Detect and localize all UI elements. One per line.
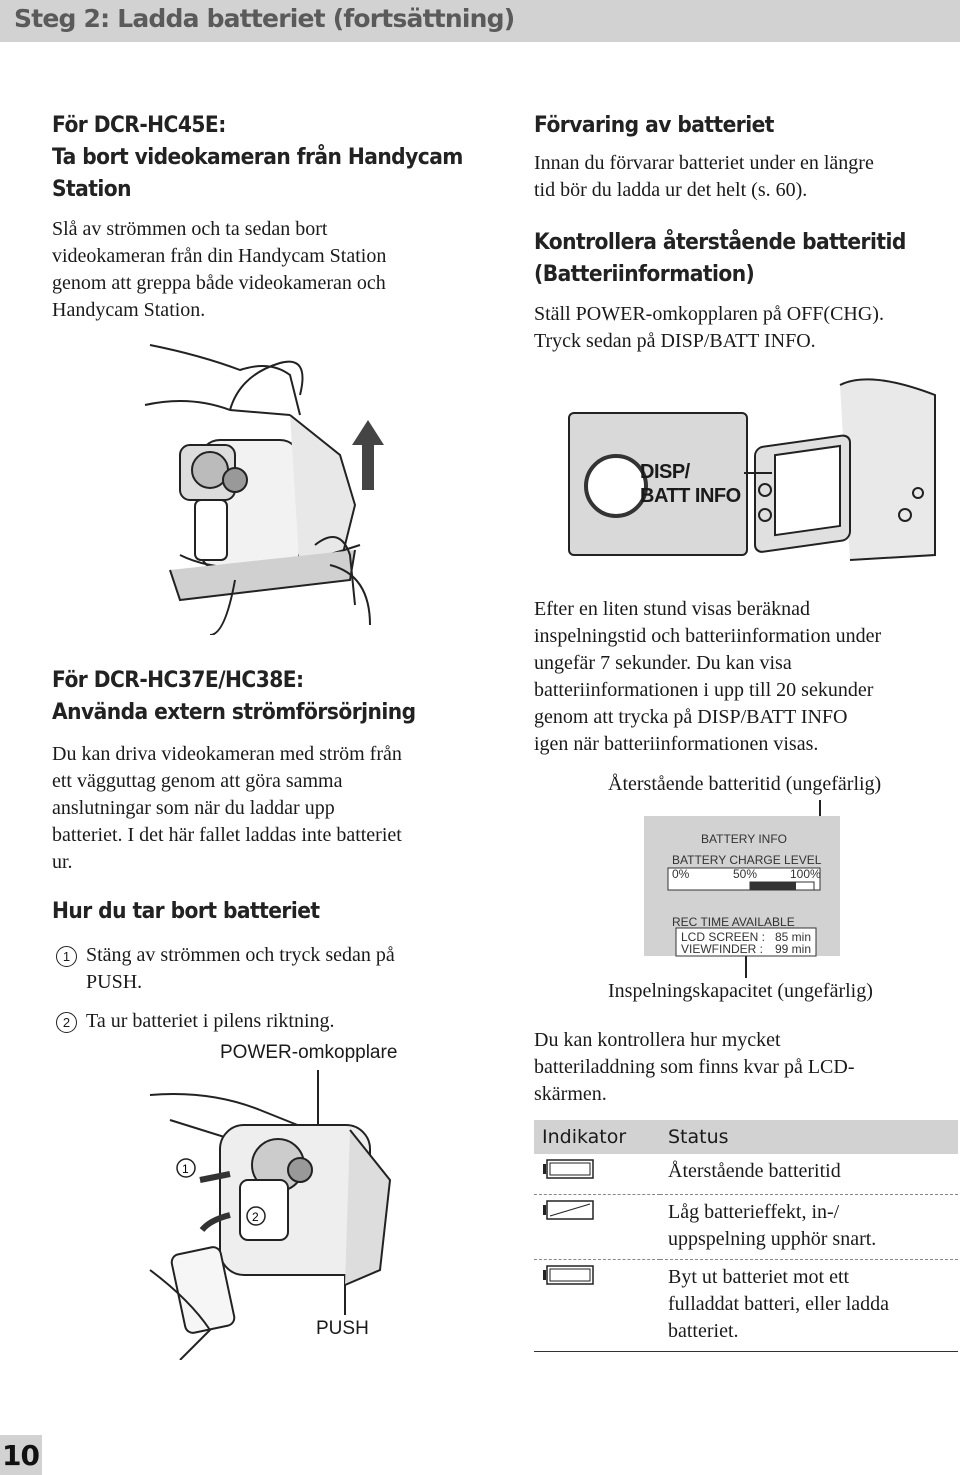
battery-full-icon (543, 1159, 594, 1179)
section-lcd-body: Du kan kontrollera hur mycket batterilad… (534, 1029, 855, 1105)
section-remove-title: Hur du tar bort batteriet (52, 899, 320, 924)
section-check: Kontrollera återstående batteritid (Batt… (534, 227, 938, 355)
indicator-table: Indikator Status Återstående batteritid (534, 1120, 958, 1352)
status-cell: Byt ut batteriet mot ett fulladdat batte… (660, 1259, 958, 1352)
camcorder-removal-illustration (144, 344, 384, 635)
camcorder-lcd-illustration (744, 378, 936, 561)
battery-info-screen: BATTERY INFO BATTERY CHARGE LEVEL 0% 50%… (644, 800, 840, 978)
charge-level-label: BATTERY CHARGE LEVEL (672, 853, 822, 867)
rec-time-label: REC TIME AVAILABLE (672, 915, 795, 929)
column-header-indicator: Indikator (534, 1120, 660, 1154)
disp-button-panel: DISP/ BATT INFO (568, 412, 748, 556)
section-check-title: Kontrollera återstående batteritid (Batt… (534, 230, 906, 287)
callout-2-icon: 2 (246, 1206, 266, 1226)
lcd-screen-label: LCD SCREEN : (681, 930, 765, 944)
callout-1-icon: 1 (176, 1158, 196, 1178)
status-cell: Låg batterieffekt, in-/ uppspelning upph… (660, 1194, 958, 1260)
page-number: 10 (2, 1439, 40, 1472)
table-row: Återstående batteritid (534, 1154, 958, 1195)
charge-level-fill (750, 882, 796, 890)
section-check-body: Ställ POWER-omkopplaren på OFF(CHG). Try… (534, 303, 884, 352)
page-header: Steg 2: Ladda batteriet (fortsättning) (0, 0, 960, 42)
page-title: Steg 2: Ladda batteriet (fortsättning) (14, 4, 515, 33)
table-row: Låg batterieffekt, in-/ uppspelning upph… (534, 1194, 958, 1260)
scale-0: 0% (672, 867, 690, 881)
section-external-title: För DCR-HC37E/HC38E: Använda extern strö… (52, 668, 416, 725)
section-info-body: Efter en liten stund visas beräknad insp… (534, 598, 882, 755)
section-hc45e-body: Slå av strömmen och ta sedan bort videok… (52, 218, 387, 321)
battery-info-title: BATTERY INFO (701, 832, 787, 846)
viewfinder-value: 99 min (775, 942, 811, 956)
push-label: PUSH (316, 1318, 369, 1339)
viewfinder-label: VIEWFINDER : (681, 942, 763, 956)
svg-text:2: 2 (252, 1210, 259, 1224)
disp-label: DISP/ (640, 461, 690, 483)
section-remove: Hur du tar bort batteriet (52, 896, 343, 928)
section-external: För DCR-HC37E/HC38E: Använda extern strö… (52, 665, 447, 876)
lcd-screen-value: 85 min (775, 930, 811, 944)
column-header-status: Status (660, 1120, 958, 1154)
battery-low-icon (543, 1200, 594, 1220)
power-switch-label: POWER-omkopplare (220, 1042, 398, 1063)
remove-step-1: 1 Stäng av strömmen och tryck sedan på P… (56, 942, 476, 996)
battery-removal-illustration: 1 2 (149, 1070, 392, 1360)
section-storage-title: Förvaring av batteriet (534, 113, 774, 138)
batt-info-label: BATT INFO (640, 485, 741, 507)
section-hc45e-title: För DCR-HC45E: Ta bort videokameran från… (52, 113, 463, 202)
recording-capacity-label: Inspelningskapacitet (ungefärlig) (608, 980, 873, 1002)
scale-50: 50% (733, 867, 757, 881)
battery-empty-icon (543, 1265, 594, 1285)
step-1-text: Stäng av strömmen och tryck sedan på PUS… (86, 944, 395, 993)
svg-text:1: 1 (182, 1162, 189, 1176)
status-cell: Återstående batteritid (660, 1154, 958, 1195)
step-1-number: 1 (56, 946, 77, 967)
disp-batt-info-button[interactable] (584, 454, 648, 518)
scale-100: 100% (790, 867, 821, 881)
page-number-tab: 10 (0, 1435, 42, 1475)
section-hc45e: För DCR-HC45E: Ta bort videokameran från… (52, 110, 499, 324)
remove-step-2: 2 Ta ur batteriet i pilens riktning. (56, 1008, 476, 1035)
section-storage: Förvaring av batteriet Innan du förvarar… (534, 110, 874, 204)
step-2-number: 2 (56, 1012, 77, 1033)
remaining-time-label: Återstående batteritid (ungefärlig) (608, 773, 882, 795)
section-storage-body: Innan du förvarar batteriet under en län… (534, 152, 874, 201)
table-row: Byt ut batteriet mot ett fulladdat batte… (534, 1259, 958, 1352)
step-2-text: Ta ur batteriet i pilens riktning. (86, 1010, 335, 1032)
section-external-body: Du kan driva videokameran med ström från… (52, 743, 402, 873)
